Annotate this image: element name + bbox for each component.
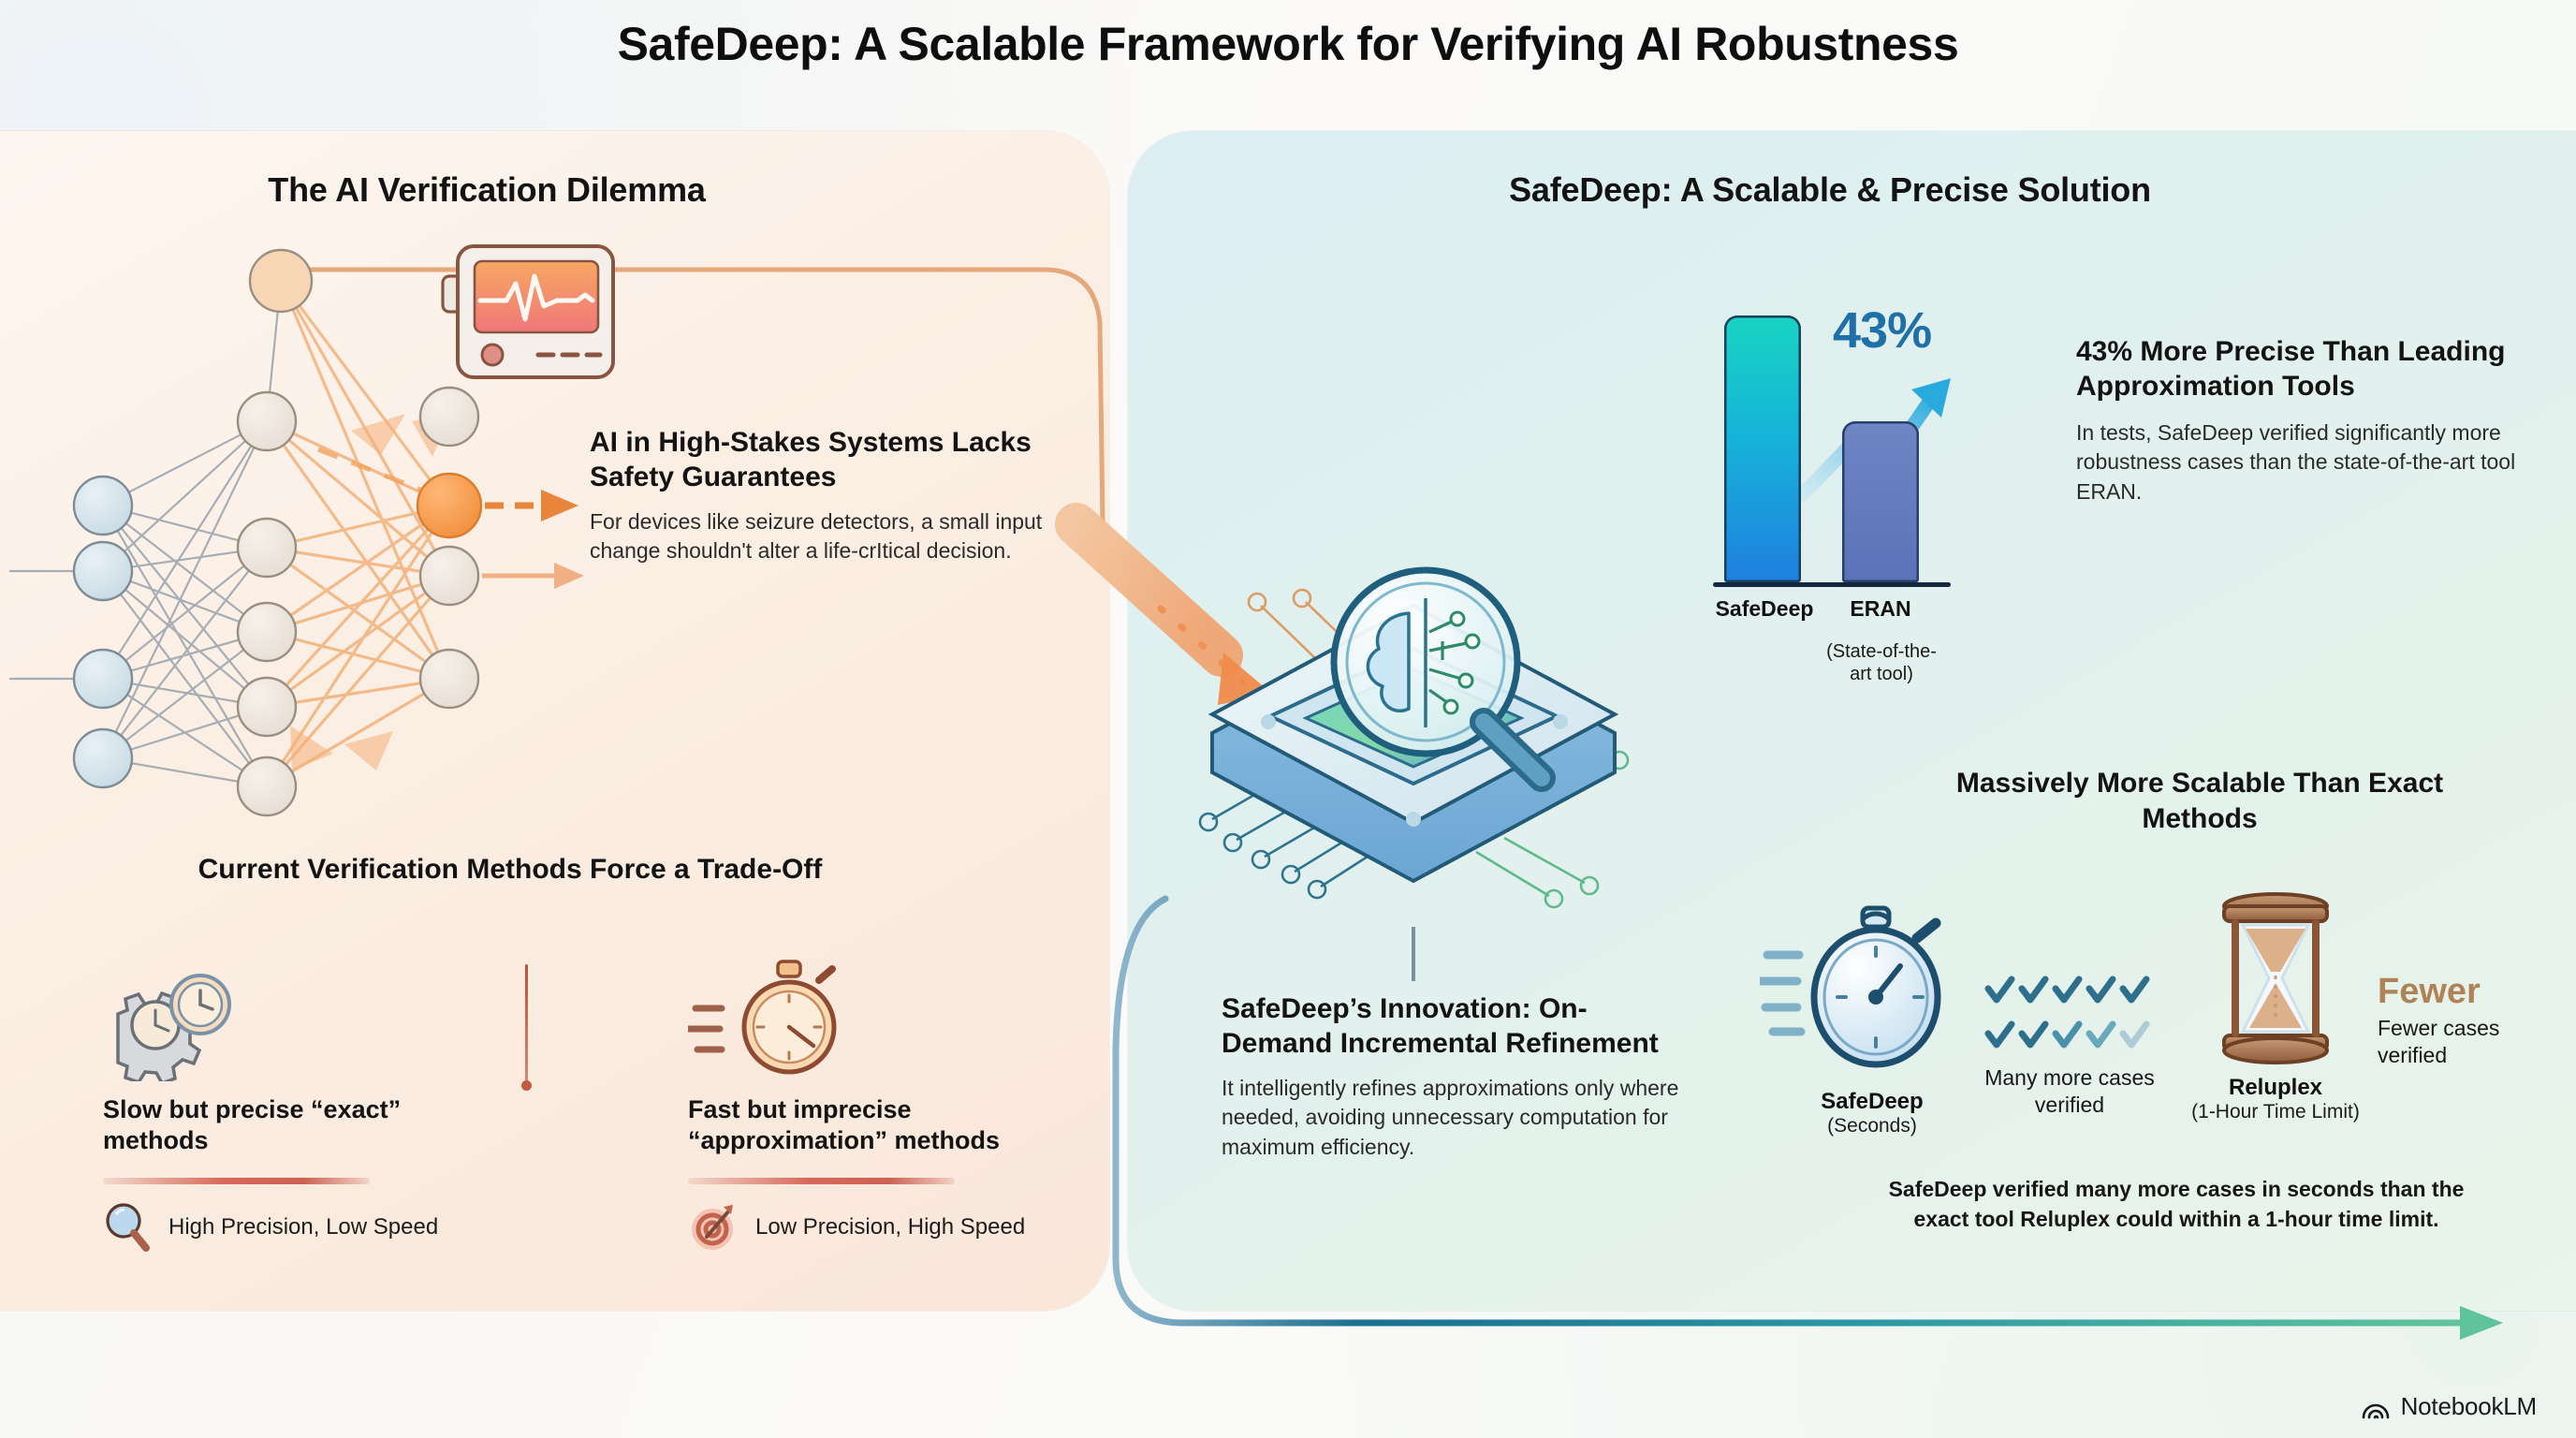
scalability-reluplex-name: Reluplex [2228,1075,2323,1100]
precision-heading: 43% More Precise Than Leading Approximat… [2076,336,2506,402]
stopwatch-icon [1755,905,1941,1068]
scalability-safedeep-name: SafeDeep [1821,1089,1924,1114]
chart-xtick-eran-sublabel: (State-of-the-art tool) [1826,641,1937,684]
precision-callout: 43% More Precise Than Leading Approximat… [2076,335,2516,506]
scalability-checks: Many more cases verified [1981,974,2159,1119]
approximation-methods-label: Fast but imprecise “approximation” metho… [688,1095,1001,1155]
stopwatch-fast-icon [688,955,1062,1081]
checkmarks-icon [1984,976,2150,1049]
notebooklm-watermark: NotebookLM [2362,1392,2537,1421]
scalability-fewer-big: Fewer [2378,972,2481,1011]
notebooklm-logo [2362,1403,2389,1418]
chart-value-label: 43% [1833,302,1932,359]
notebooklm-label: NotebookLM [2400,1392,2538,1420]
scalability-fewer-small: Fewer cases verified [2378,1016,2500,1067]
page-title: SafeDeep: A Scalable Framework for Verif… [617,18,1959,70]
ai-highstakes-callout: AI in High-Stakes Systems Lacks Safety G… [590,426,1076,566]
target-arrow-icon [692,1204,733,1250]
neural-network-icon [9,239,608,819]
approximation-methods-rule [688,1177,955,1184]
scalability-reluplex: Reluplex (1-Hour Time Limit) [2159,889,2393,1123]
scalability-comparison: SafeDeep (Seconds) Many more cases verif… [1755,880,2499,1161]
magnifier-icon [106,1203,150,1252]
scalability-fewer: Fewer Fewer cases verified [2378,974,2546,1069]
exact-methods-sub: High Precision, Low Speed [103,1201,477,1254]
right-panel-title: SafeDeep: A Scalable & Precise Solution [1509,170,2151,209]
chart-baseline [1713,582,1951,587]
innovation-heading: SafeDeep’s Innovation: On-Demand Increme… [1222,993,1659,1059]
precision-body: In tests, SafeDeep verified significantl… [2076,420,2516,504]
scalability-safedeep-sub: (Seconds) [1827,1115,1917,1137]
chart-xtick-safedeep: SafeDeep [1715,596,1814,621]
tradeoff-divider [521,964,532,1091]
exact-methods-label: Slow but precise “exact” methods [103,1095,402,1155]
chart-plot-area [1713,309,2041,582]
precision-bar-chart: 43% SafeDeep ERAN (State-of-the-art tool… [1713,302,2041,684]
approximation-methods-sub: Low Precision, High Speed [688,1201,1062,1254]
scalability-safedeep: SafeDeep (Seconds) [1755,899,1984,1137]
bar-safedeep [1724,315,1801,582]
ai-callout-heading: AI in High-Stakes Systems Lacks Safety G… [590,427,1032,492]
gear-clock-icon [103,955,477,1081]
innovation-callout: SafeDeep’s Innovation: On-Demand Increme… [1222,992,1680,1162]
innovation-body: It intelligently refines approximations … [1222,1076,1679,1159]
exact-methods-rule [103,1177,370,1184]
approximation-methods-sub-text: Low Precision, High Speed [755,1213,1026,1240]
tradeoff-title: Current Verification Methods Force a Tra… [198,854,823,885]
chip-brain-magnifier-icon [1175,538,1652,922]
tradeoff-approximation-methods: Fast but imprecise “approximation” metho… [688,955,1062,1254]
bar-eran [1842,421,1919,582]
left-panel-title: The AI Verification Dilemma [268,170,706,209]
scalability-reluplex-sub: (1-Hour Time Limit) [2191,1101,2360,1123]
scalability-checks-text: Many more cases verified [1984,1065,2155,1117]
heart-monitor-icon [426,239,622,389]
hourglass-icon [2222,892,2329,1064]
scalability-title: Massively More Scalable Than Exact Metho… [1955,768,2444,834]
ai-callout-body: For devices like seizure detectors, a sm… [590,509,1043,564]
exact-methods-sub-text: High Precision, Low Speed [168,1213,439,1240]
scalability-caption: SafeDeep verified many more cases in sec… [1888,1177,2465,1231]
tradeoff-exact-methods: Slow but precise “exact” methods High Pr… [103,955,477,1254]
chart-xtick-eran: ERAN [1850,596,1911,621]
